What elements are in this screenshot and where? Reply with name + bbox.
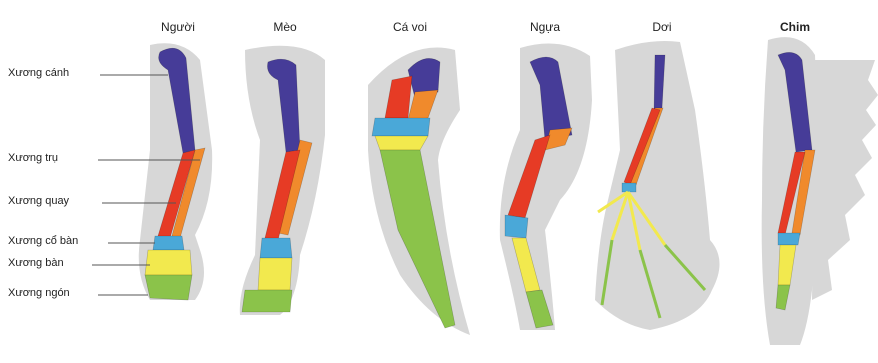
header-bird: Chim [750,20,840,34]
cat-phalanges [242,290,292,312]
header-human: Người [133,20,223,34]
human-metacarpals [145,250,192,275]
header-horse: Ngựa [500,20,590,34]
whale-carpals [372,118,430,136]
label-carpals: Xương cổ bàn [8,235,78,247]
bird-carpals [778,233,800,245]
bat-carpals [622,183,636,192]
label-ulna: Xương trụ [8,152,58,164]
header-cat: Mèo [240,20,330,34]
human-phalanges [145,275,192,300]
cat-metacarpals [258,258,292,290]
cat-carpals [260,238,292,258]
label-phalanges: Xương ngón [8,287,70,299]
label-humerus: Xương cánh [8,67,69,79]
human-carpals [153,236,184,250]
label-metacarpals: Xương bàn [8,257,64,269]
bird-feathers [812,60,878,300]
header-bat: Dơi [617,20,707,34]
header-whale: Cá voi [365,20,455,34]
whale-metacarpals [375,136,428,150]
label-radius: Xương quay [8,195,69,207]
horse-carpals [505,215,528,238]
